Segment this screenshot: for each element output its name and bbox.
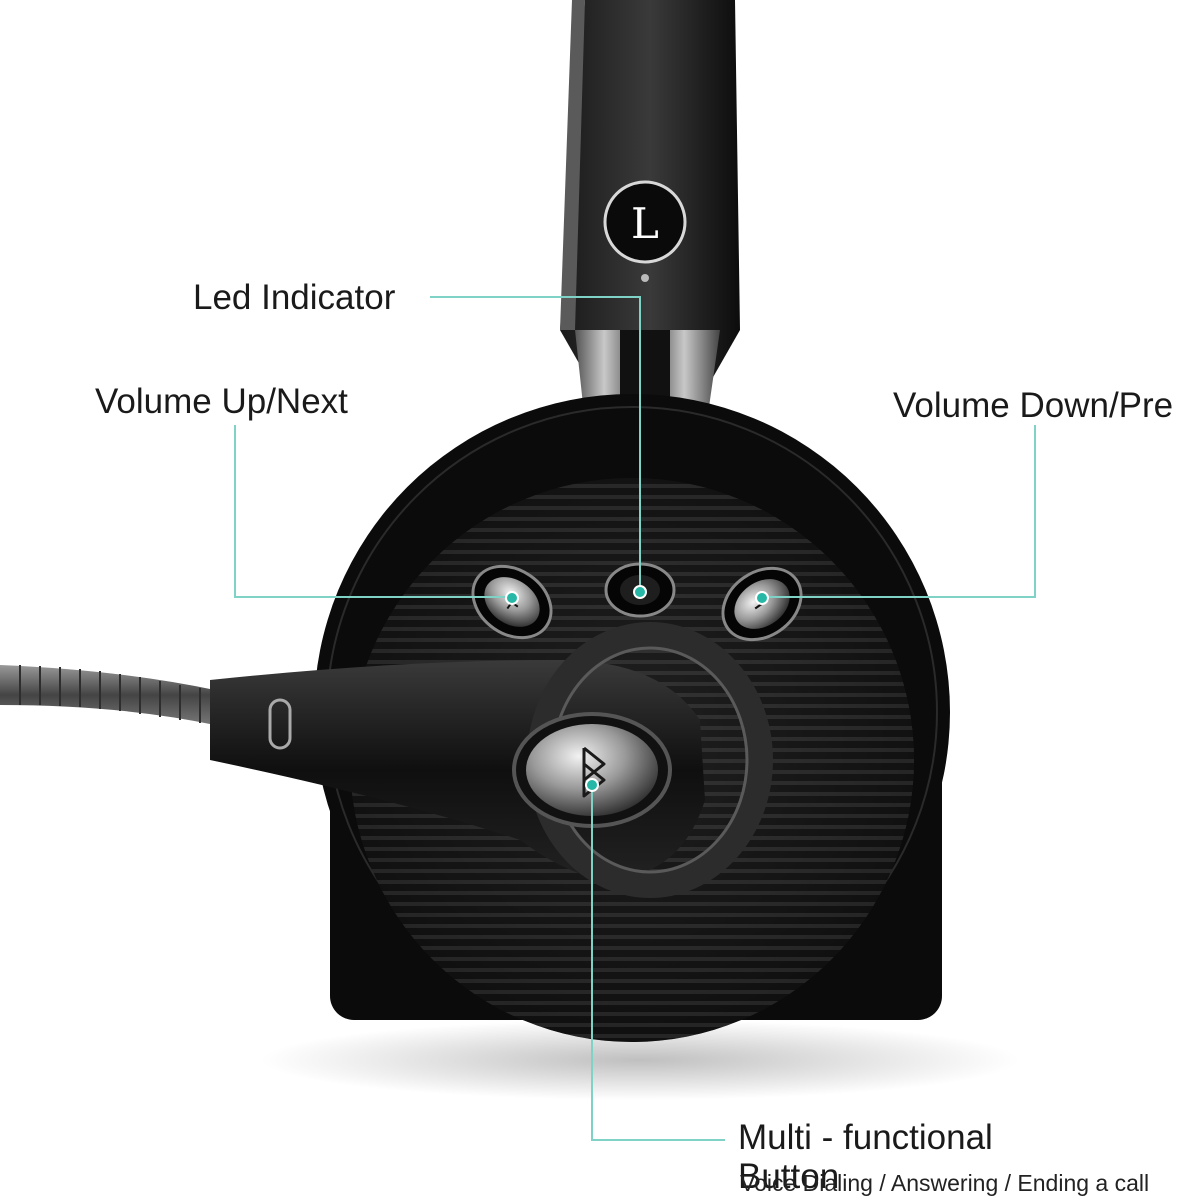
multi-functional-label-line1: Multi - functional: [738, 1118, 993, 1157]
headband-logo-mark: L: [631, 199, 659, 248]
multi-functional-description: Voice Dialing / Answering / Ending a cal…: [740, 1170, 1150, 1196]
volume-up-leader: [234, 425, 512, 598]
headband-highlight: [560, 0, 585, 330]
boom-slot: [268, 698, 292, 750]
multi-functional-leader: [591, 785, 725, 1141]
indicator-dots: [505, 585, 769, 792]
multi-button-dot: [585, 778, 599, 792]
gooseneck-arm: [0, 665, 215, 725]
volume-up-dot: [505, 591, 519, 605]
multi-functional-button: [512, 712, 672, 828]
volume-down-label: Volume Down/Pre: [893, 386, 1174, 425]
ground-shadow: [260, 1020, 1020, 1100]
led-indicator-label: Led Indicator: [193, 278, 396, 317]
volume-down-leader: [762, 425, 1036, 598]
volume-up-label: Volume Up/Next: [95, 382, 348, 421]
multi-functional-label-line2: Button: [738, 1157, 840, 1196]
led-indicator-leader: [430, 296, 641, 590]
headband-led-hole: [641, 274, 649, 282]
callout-lines: [234, 296, 1036, 1141]
volume-down-dot: [755, 591, 769, 605]
headband-logo-ring: [603, 180, 687, 264]
led-icon: [633, 585, 647, 599]
gooseneck-coils: [19, 665, 201, 723]
